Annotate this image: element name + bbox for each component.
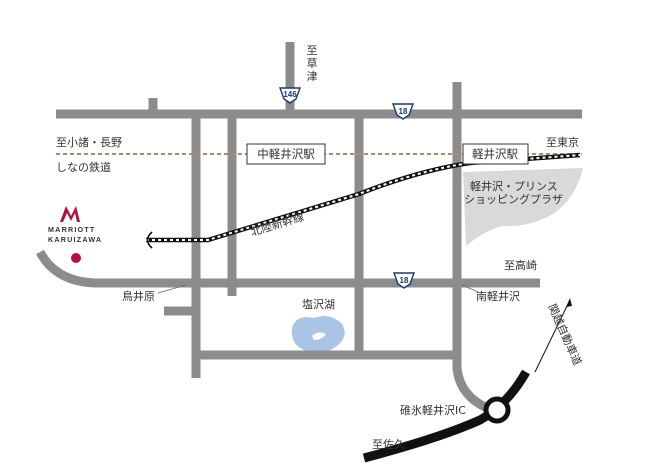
label-to-komoro: 至小諸・長野 [56, 135, 122, 149]
naka-karuizawa-station: 中軽井沢駅 [246, 143, 326, 165]
label-prince-shopping-line1: 軽井沢・プリンス [470, 179, 558, 193]
svg-text:18: 18 [400, 276, 409, 285]
svg-text:KARUIZAWA: KARUIZAWA [48, 235, 102, 244]
route-18-shield-top: 18 [392, 103, 414, 120]
label-to-tokyo: 至東京 [546, 135, 579, 149]
svg-text:MARRIOTT: MARRIOTT [48, 225, 96, 234]
label-to-takasaki: 至高崎 [504, 258, 537, 272]
karuizawa-station: 軽井沢駅 [462, 143, 529, 165]
marriott-location-marker [71, 253, 81, 263]
route-146-shield: 146 [279, 87, 301, 104]
label-to-kusatsu-1: 至 [307, 44, 318, 57]
svg-text:中軽井沢駅: 中軽井沢駅 [257, 147, 315, 161]
toriihara-callout [157, 284, 187, 294]
label-hokuriku-shinkansen: 北陸新幹線 [249, 209, 306, 238]
svg-text:18: 18 [399, 107, 408, 116]
svg-text:146: 146 [283, 90, 297, 99]
label-minami-karuizawa: 南軽井沢 [476, 289, 520, 303]
marriott-m-mark [60, 206, 80, 222]
minami-karuizawa-callout [461, 284, 479, 293]
label-shinano-railway: しなの鉄道 [56, 160, 111, 174]
shopping-plaza-area [463, 168, 583, 246]
label-to-kusatsu-2: 草 [307, 57, 318, 70]
lake-inlet [312, 332, 326, 340]
label-prince-shopping-line2: ショッピングプラザ [464, 192, 563, 206]
marriott-logo: MARRIOTT KARUIZAWA [48, 206, 102, 244]
label-shiozawa-lake: 塩沢湖 [302, 297, 335, 311]
label-to-kusatsu-3: 津 [307, 70, 318, 83]
label-to-saku: 至佐久 [372, 437, 405, 451]
label-kanetsu-expressway: 関越自動車道 [545, 302, 585, 368]
usui-karuizawa-ic-circle [483, 396, 511, 424]
route-18-shield-middle: 18 [393, 272, 415, 289]
label-usui-karuizawa-ic: 碓氷軽井沢IC [400, 403, 466, 417]
label-toriihara: 鳥井原 [122, 289, 155, 303]
expressway-direction-arrow [534, 298, 572, 373]
svg-text:軽井沢駅: 軽井沢駅 [472, 147, 518, 161]
kanetsu-expressway [362, 369, 530, 463]
